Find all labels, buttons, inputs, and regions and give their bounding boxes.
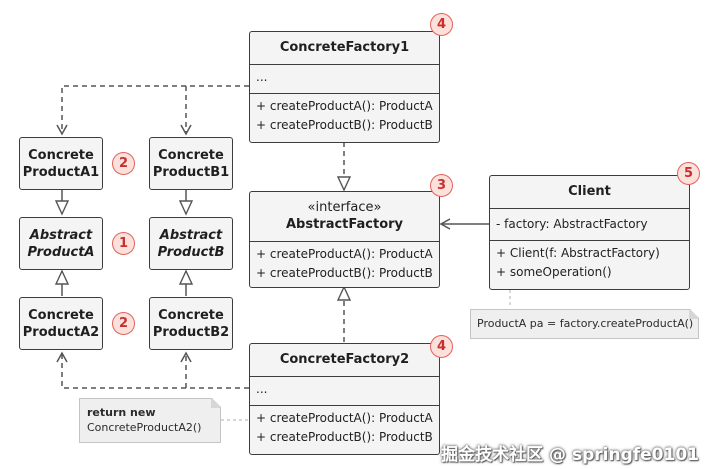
step-badge-factory2: 4 — [430, 335, 453, 358]
concrete-product-b2: Concrete ProductB2 — [149, 297, 233, 350]
step-badge-client: 5 — [677, 162, 700, 185]
client-method: + Client(f: AbstractFactory) — [496, 246, 660, 260]
concrete-factory1-class: ConcreteFactory1 ... + createProductA():… — [249, 31, 440, 143]
concrete-product-b2-line2: ProductB2 — [152, 324, 230, 340]
step-badge-abstract-factory: 3 — [430, 174, 453, 197]
abstract-factory-name: AbstractFactory — [285, 217, 404, 232]
concrete-product-a1: Concrete ProductA1 — [19, 137, 103, 190]
concrete-factory1-name: ConcreteFactory1 — [250, 32, 439, 65]
factory2-note: return new ConcreteProductA2() — [79, 398, 221, 443]
concrete-factory2-fields: ... — [250, 377, 439, 406]
watermark: 掘金技术社区 @ springfe0101 — [441, 445, 699, 465]
concrete-product-a1-line2: ProductA1 — [22, 164, 100, 180]
concrete-factory1-method: + createProductA(): ProductA — [256, 99, 433, 113]
abstract-product-b-line1: Abstract — [159, 227, 223, 243]
abstract-factory-method: + createProductB(): ProductB — [256, 266, 433, 280]
concrete-product-a2-line2: ProductA2 — [22, 324, 100, 340]
concrete-factory2-class: ConcreteFactory2 ... + createProductA():… — [249, 343, 440, 455]
concrete-product-a1-line1: Concrete — [28, 147, 94, 163]
abstract-factory-method: + createProductA(): ProductA — [256, 247, 433, 261]
abstract-product-a: Abstract ProductA — [19, 217, 103, 270]
abstract-factory-interface: «interface» AbstractFactory + createProd… — [249, 191, 440, 288]
client-note-text: ProductA pa = factory.createProductA() — [477, 317, 694, 330]
abstract-factory-stereotype: «interface» — [307, 200, 382, 215]
factory2-note-line2: ConcreteProductA2() — [87, 421, 202, 434]
abstract-factory-header: «interface» AbstractFactory — [250, 192, 439, 242]
concrete-product-a2-line1: Concrete — [28, 307, 94, 323]
concrete-factory2-method: + createProductA(): ProductA — [256, 411, 433, 425]
concrete-factory1-method: + createProductB(): ProductB — [256, 118, 433, 132]
step-badge-abstract-product: 1 — [112, 232, 135, 255]
client-method: + someOperation() — [496, 265, 612, 279]
abstract-product-a-line1: Abstract — [29, 227, 93, 243]
concrete-product-b1-line1: Concrete — [158, 147, 224, 163]
concrete-factory1-methods: + createProductA(): ProductA + createPro… — [250, 94, 439, 135]
factory2-note-line1: return new — [87, 406, 156, 419]
client-methods: + Client(f: AbstractFactory) + someOpera… — [490, 241, 689, 282]
concrete-product-b1: Concrete ProductB1 — [149, 137, 233, 190]
abstract-product-b: Abstract ProductB — [149, 217, 233, 270]
abstract-product-b-line2: ProductB — [157, 244, 225, 260]
abstract-product-a-line2: ProductA — [27, 244, 95, 260]
concrete-product-a2: Concrete ProductA2 — [19, 297, 103, 350]
concrete-factory2-name: ConcreteFactory2 — [250, 344, 439, 377]
factory2-to-productA2-arrow — [56, 351, 249, 389]
client-class: Client - factory: AbstractFactory + Clie… — [489, 175, 690, 290]
concrete-factory2-method: + createProductB(): ProductB — [256, 430, 433, 444]
client-fields: - factory: AbstractFactory — [490, 209, 689, 241]
concrete-factory1-fields: ... — [250, 65, 439, 94]
step-badge-factory1: 4 — [430, 13, 453, 36]
concrete-product-b2-line1: Concrete — [158, 307, 224, 323]
step-badge-product-a2: 2 — [112, 312, 135, 335]
step-badge-product-a1: 2 — [112, 152, 135, 175]
note-fold-corner — [689, 310, 698, 319]
client-note: ProductA pa = factory.createProductA() — [470, 309, 699, 339]
abstract-factory-methods: + createProductA(): ProductA + createPro… — [250, 242, 439, 283]
client-name: Client — [490, 176, 689, 209]
factory1-to-productA1-arrow — [56, 85, 249, 136]
concrete-product-b1-line2: ProductB1 — [152, 164, 230, 180]
note-fold-corner — [211, 399, 220, 408]
concrete-factory2-methods: + createProductA(): ProductA + createPro… — [250, 406, 439, 447]
